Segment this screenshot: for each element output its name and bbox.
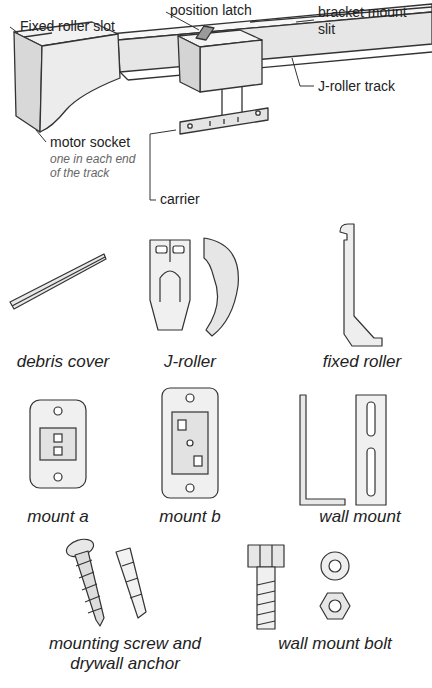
debris-cover-drawing-shape <box>10 254 106 309</box>
mount-a-drawing-shape <box>54 407 62 415</box>
leader-lines-shape <box>292 58 314 86</box>
j-roller-drawing-shape <box>169 240 170 262</box>
mount-a-drawing-shape <box>30 400 86 488</box>
mount-b-drawing-shape <box>186 394 194 402</box>
leader-lines-shape <box>296 20 314 22</box>
part-label: J-roller track <box>318 78 428 95</box>
part-label: bracket mount slit <box>318 4 423 38</box>
screw-and-anchor-drawing-shape <box>76 560 102 613</box>
track-assembly-shape <box>256 111 260 115</box>
part-caption: mount a <box>3 507 113 527</box>
mount-b-drawing <box>162 388 218 498</box>
mount-b-drawing-shape <box>194 456 202 466</box>
wall-mount-drawing-shape <box>367 402 375 436</box>
leader-lines-shape <box>36 130 46 142</box>
debris-cover-drawing <box>10 254 106 309</box>
wall-mount-drawing-shape <box>300 395 345 505</box>
leader-lines-shape <box>150 130 176 200</box>
screw-and-anchor-drawing-shape <box>122 562 142 598</box>
wall-mount-bolt-drawing <box>248 545 350 629</box>
mount-b-drawing-shape <box>162 388 218 498</box>
j-roller-drawing-shape <box>173 246 184 253</box>
track-assembly-shape <box>40 34 120 132</box>
j-roller-drawing-shape <box>204 238 238 336</box>
track-assembly-shape <box>128 52 432 80</box>
j-roller-drawing <box>150 238 238 336</box>
wall-mount-bolt-drawing-shape <box>248 545 284 567</box>
part-caption: J-roller <box>135 352 245 372</box>
j-roller-drawing-shape <box>156 246 167 253</box>
part-label: Fixed roller slot <box>20 18 150 35</box>
leader-lines-shape <box>10 27 18 33</box>
track-assembly-shape <box>14 32 42 132</box>
mount-a-drawing-shape <box>54 434 62 442</box>
track-assembly-shape <box>180 108 268 134</box>
wall-mount-bolt-drawing-shape <box>320 593 350 619</box>
screw-and-anchor-drawing <box>64 536 146 626</box>
screw-and-anchor-drawing-shape <box>75 551 104 626</box>
screw-and-anchor-drawing-shape <box>116 548 146 618</box>
debris-cover-drawing-shape <box>12 257 105 306</box>
mount-b-drawing-shape <box>187 440 193 446</box>
part-caption: mount b <box>135 507 245 527</box>
part-caption: debris cover <box>3 352 123 372</box>
wall-mount-bolt-drawing-shape <box>257 581 275 625</box>
wall-mount-bolt-drawing-shape <box>321 552 349 580</box>
part-caption: fixed roller <box>302 352 422 372</box>
track-assembly-shape <box>120 72 128 80</box>
wall-mount-drawing <box>300 395 386 505</box>
part-caption: mounting screw and drywall anchor <box>33 634 217 675</box>
part-label: motor socket <box>50 134 170 151</box>
leader-lines <box>10 12 314 200</box>
mount-a-drawing <box>30 400 86 488</box>
mount-a-drawing-shape <box>54 447 62 455</box>
mount-b-drawing-shape <box>172 412 208 474</box>
track-assembly <box>14 4 432 134</box>
part-caption: wall mount bolt <box>260 634 410 654</box>
track-assembly-shape <box>178 36 200 92</box>
wall-mount-bolt-drawing-shape <box>257 567 275 629</box>
wall-mount-drawing-shape <box>356 395 386 505</box>
track-assembly-shape <box>118 12 432 72</box>
j-roller-drawing-shape <box>150 240 190 330</box>
part-caption: wall mount <box>300 507 420 527</box>
track-assembly-shape <box>196 26 214 40</box>
j-roller-drawing-shape <box>160 271 180 302</box>
part-label: carrier <box>160 191 240 208</box>
mount-b-drawing-shape <box>186 484 194 492</box>
mount-a-drawing-shape <box>40 428 76 460</box>
wall-mount-bolt-drawing-shape <box>329 560 341 572</box>
note-text: one in each end of the track <box>50 152 142 181</box>
fixed-roller-drawing-shape <box>340 224 382 346</box>
track-assembly-shape <box>200 40 262 92</box>
wall-mount-drawing-shape <box>367 448 375 496</box>
track-assembly-shape <box>210 117 238 126</box>
mount-a-drawing-shape <box>54 473 62 481</box>
wall-mount-bolt-drawing-shape <box>329 600 341 612</box>
fixed-roller-drawing <box>340 224 382 346</box>
wall-mount-bolt-drawing-shape <box>260 545 272 567</box>
part-label: position latch <box>170 2 280 19</box>
track-assembly-shape <box>188 124 192 128</box>
mount-b-drawing-shape <box>178 420 186 430</box>
